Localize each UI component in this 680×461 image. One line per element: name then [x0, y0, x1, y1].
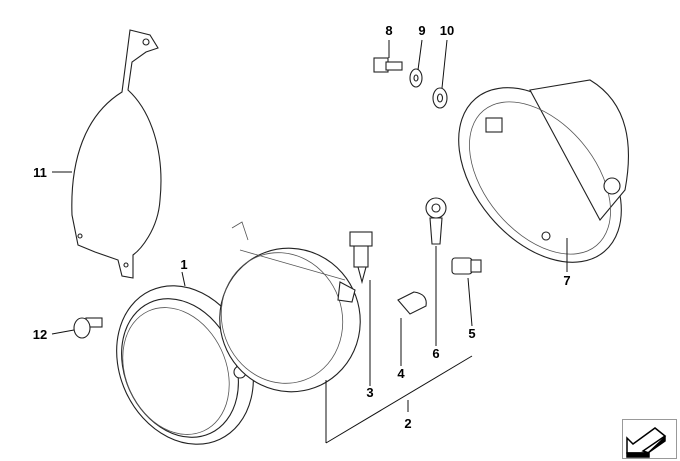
callout-11[interactable]: 11	[33, 165, 47, 180]
leader-lines	[51, 39, 568, 444]
callout-2[interactable]: 2	[404, 416, 411, 431]
callout-7[interactable]: 7	[563, 273, 570, 288]
callout-3[interactable]: 3	[366, 385, 373, 400]
callout-5[interactable]: 5	[468, 326, 475, 341]
part-7-headlight-housing[interactable]	[426, 57, 654, 294]
callout-1[interactable]: 1	[180, 257, 187, 272]
callout-12[interactable]: 12	[33, 327, 47, 342]
callout-8[interactable]: 8	[385, 23, 392, 38]
callout-6[interactable]: 6	[432, 346, 439, 361]
part-5-parking-bulb[interactable]	[451, 257, 482, 275]
headlight-insert[interactable]	[200, 221, 381, 412]
part-4-bulb[interactable]	[397, 291, 427, 315]
part-10-washer[interactable]	[432, 87, 448, 109]
part-9-washer[interactable]	[409, 68, 423, 88]
navigation-arrow-button[interactable]	[622, 419, 677, 459]
part-3-bulb-h7[interactable]	[349, 231, 373, 285]
callout-4[interactable]: 4	[397, 366, 405, 381]
callout-10[interactable]: 10	[440, 23, 454, 38]
arrow-down-left-icon	[626, 427, 667, 458]
callout-9[interactable]: 9	[418, 23, 425, 38]
part-11-cover-plate[interactable]	[71, 29, 162, 279]
part-6-bulb-socket[interactable]	[425, 197, 447, 245]
part-8-bolt[interactable]	[373, 57, 403, 73]
part-12-screw[interactable]	[73, 317, 103, 339]
